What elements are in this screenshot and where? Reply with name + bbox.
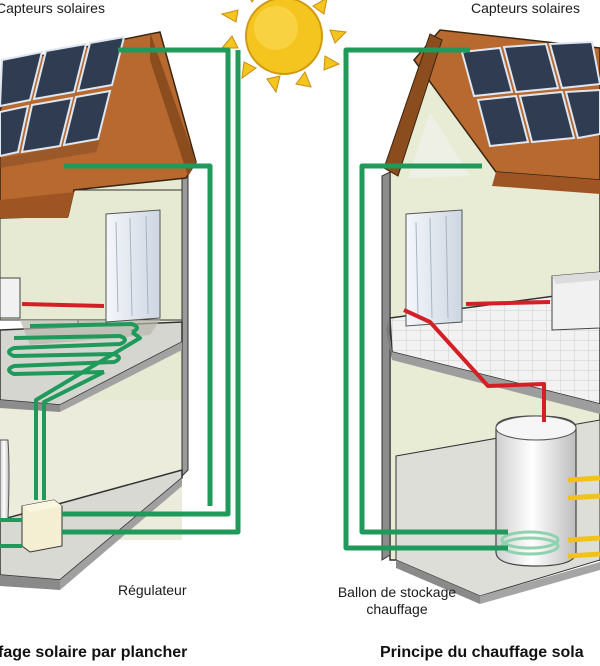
- storage-tank: [495, 415, 577, 567]
- caption-right: Principe du chauffage sola: [380, 644, 584, 661]
- right-house: [381, 29, 600, 604]
- left-pipe-stubs: [0, 518, 22, 548]
- right-solar-loop: [343, 47, 508, 551]
- label-storage-line1: Ballon de stockage: [337, 584, 457, 600]
- hot-water-pipe: [403, 300, 551, 422]
- heating-outlet-pipes: [567, 475, 600, 559]
- left-solar-loop: [62, 47, 241, 535]
- label-storage-line2: chauffage: [366, 601, 428, 617]
- label-storage-tank: Ballon de stockage chauffage: [326, 584, 468, 618]
- label-collectors-right: Capteurs solaires: [471, 0, 580, 16]
- underfloor-heating-coil: [7, 322, 142, 500]
- label-collectors-left: Capteurs solaires: [0, 0, 105, 16]
- caption-left: fage solaire par plancher: [0, 644, 188, 661]
- left-house: [0, 31, 197, 590]
- label-regulator: Régulateur: [118, 582, 187, 598]
- sun-icon: [220, 0, 348, 94]
